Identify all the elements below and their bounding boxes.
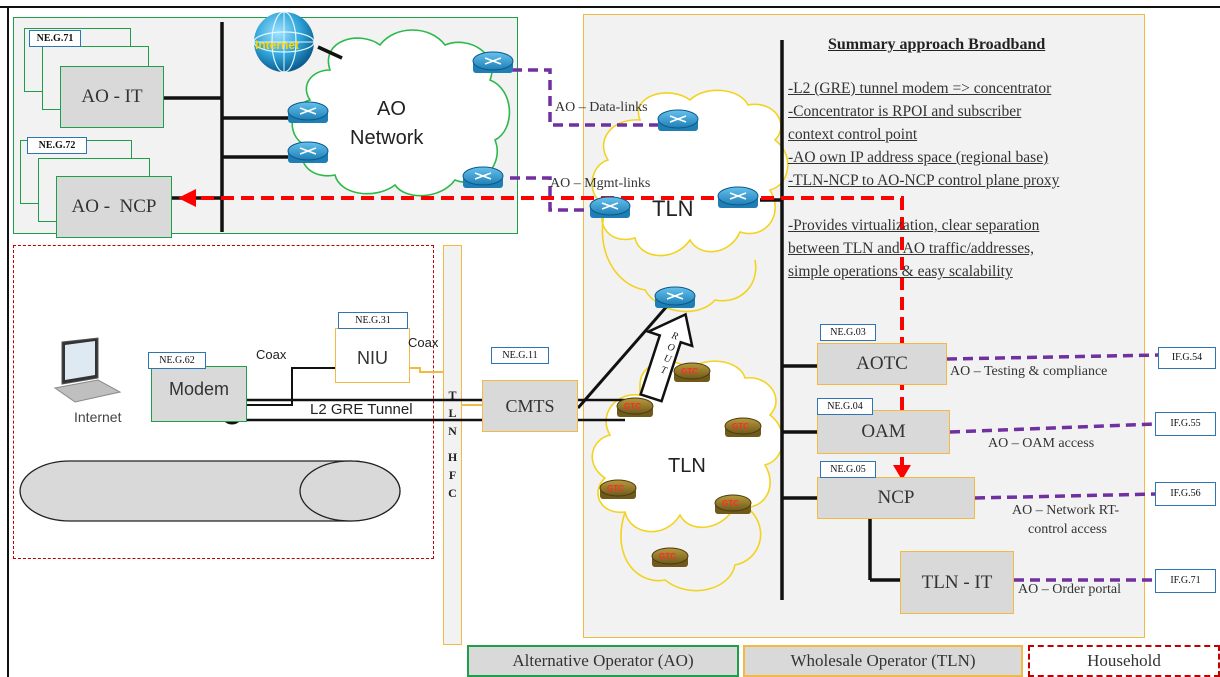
modem-tag: NE.G.62	[148, 352, 206, 369]
l2-gre-tunnel-label: L2 GRE Tunnel	[310, 401, 413, 418]
summary-line: -L2 (GRE) tunnel modem => concentrator	[788, 80, 1052, 97]
tln-cloud-upper-label: TLN	[652, 196, 694, 221]
legend-household: Household	[1028, 645, 1220, 677]
gtc-router-icons	[599, 362, 762, 567]
summary-line: -TLN-NCP to AO-NCP control plane proxy	[788, 172, 1060, 189]
summary-title: Summary approach Broadband	[828, 36, 1046, 53]
coax-left-label: Coax	[256, 347, 287, 362]
modem-box[interactable]: Modem	[151, 366, 247, 422]
ao-testing-compliance-label: AO – Testing & compliance	[950, 364, 1108, 379]
ao-data-links-label: AO – Data-links	[555, 100, 648, 115]
hfc-letter: H	[447, 450, 458, 464]
rout-arrow	[639, 312, 694, 403]
summary-line: simple operations & easy scalability	[788, 263, 1013, 280]
if-g-56-tag: IF.G.56	[1155, 482, 1216, 506]
cmts-label: CMTS	[505, 395, 555, 416]
hfc-letter: T	[448, 388, 457, 402]
blue-router-icons	[287, 51, 759, 308]
laptop-internet-label: Internet	[74, 409, 122, 425]
cmts-box[interactable]: CMTS	[482, 380, 578, 432]
aotc-label: AOTC	[856, 353, 908, 374]
ao-network-rt-label-2: control access	[1028, 522, 1107, 537]
gtc-label: GTC	[732, 422, 749, 431]
laptop-icon	[53, 337, 122, 403]
internet-globe-icon	[253, 11, 315, 73]
gtc-label: GTC	[722, 499, 739, 508]
cmts-tag: NE.G.11	[491, 347, 549, 364]
tln-lower-cloud-bottom	[620, 509, 762, 592]
tln-upper-cloud-tail	[601, 209, 757, 313]
ao-ncp-label: AO - NCP	[71, 196, 157, 217]
summary-line: context control point	[788, 126, 918, 143]
summary-line: between TLN and AO traffic/addresses,	[788, 240, 1035, 257]
ao-oam-access-label: AO – OAM access	[988, 436, 1095, 451]
tln-it-label: TLN - IT	[921, 571, 993, 593]
gtc-label: GTC	[681, 367, 698, 376]
tln-upper-cloud	[591, 89, 789, 257]
frame-top-line	[0, 6, 1220, 8]
gtc-label: GTC	[624, 402, 641, 411]
summary-line: -Provides virtualization, clear separati…	[788, 217, 1040, 234]
ao-network-label-2: Network	[350, 127, 424, 149]
ao-it-box[interactable]: AO - IT	[60, 66, 164, 128]
internet-globe-label: Internet	[255, 38, 300, 52]
modem-label: Modem	[168, 378, 230, 399]
ao-order-portal-label: AO – Order portal	[1018, 582, 1122, 597]
hfc-letter: C	[448, 486, 457, 500]
tln-hfc-letters: T L N H F C	[443, 386, 462, 502]
if-g-54-tag: IF.G.54	[1158, 347, 1216, 369]
ao-it-label: AO - IT	[81, 86, 143, 107]
legend-ao: Alternative Operator (AO)	[467, 645, 739, 677]
household-zone	[13, 245, 434, 559]
summary-line: -AO own IP address space (regional base)	[788, 149, 1049, 166]
oam-tag: NE.G.04	[817, 398, 873, 415]
tln-cloud-lower-label: TLN	[668, 455, 706, 477]
summary-line: -Concentrator is RPOI and subscriber	[788, 103, 1022, 120]
tln-ncp-label: NCP	[877, 487, 915, 508]
niu-tag: NE.G.31	[338, 312, 408, 329]
ao-network-label-1: AO	[377, 98, 406, 120]
aotc-box[interactable]: AOTC	[817, 343, 947, 385]
ao-ncp-box[interactable]: AO - NCP	[56, 176, 172, 238]
hfc-letter: N	[448, 424, 457, 438]
hfc-letter: F	[448, 468, 457, 482]
hfc-letter: L	[448, 406, 457, 420]
tln-ncp-box[interactable]: NCP	[817, 477, 975, 519]
if-g-55-tag: IF.G.55	[1155, 412, 1216, 436]
aotc-tag: NE.G.03	[820, 324, 876, 341]
hfc-letter	[443, 440, 462, 448]
ao-it-tag: NE.G.71	[29, 30, 81, 47]
gtc-label: GTC	[607, 484, 624, 493]
tln-ncp-tag: NE.G.05	[820, 461, 876, 478]
niu-box[interactable]: NIU	[335, 328, 410, 383]
niu-label: NIU	[357, 348, 388, 368]
oam-box[interactable]: OAM	[817, 410, 950, 454]
coax-right-label: Coax	[408, 335, 439, 350]
tln-it-box[interactable]: TLN - IT	[900, 551, 1014, 614]
legend-household-label: Household	[1087, 651, 1161, 670]
tln-lower-cloud	[591, 360, 784, 533]
tln-hfc-bar	[443, 245, 462, 645]
if-g-71-tag: IF.G.71	[1155, 569, 1216, 593]
oam-label: OAM	[861, 421, 906, 442]
ao-mgmt-links-label: AO – Mgmt-links	[550, 176, 651, 191]
legend-ao-label: Alternative Operator (AO)	[512, 651, 694, 670]
frame-left-line	[7, 6, 9, 677]
legend-tln: Wholesale Operator (TLN)	[743, 645, 1023, 677]
ao-ncp-tag: NE.G.72	[27, 137, 87, 154]
ao-network-rt-label-1: AO – Network RT-	[1012, 503, 1120, 518]
gtc-label: GTC	[659, 552, 676, 561]
legend-tln-label: Wholesale Operator (TLN)	[790, 651, 976, 670]
